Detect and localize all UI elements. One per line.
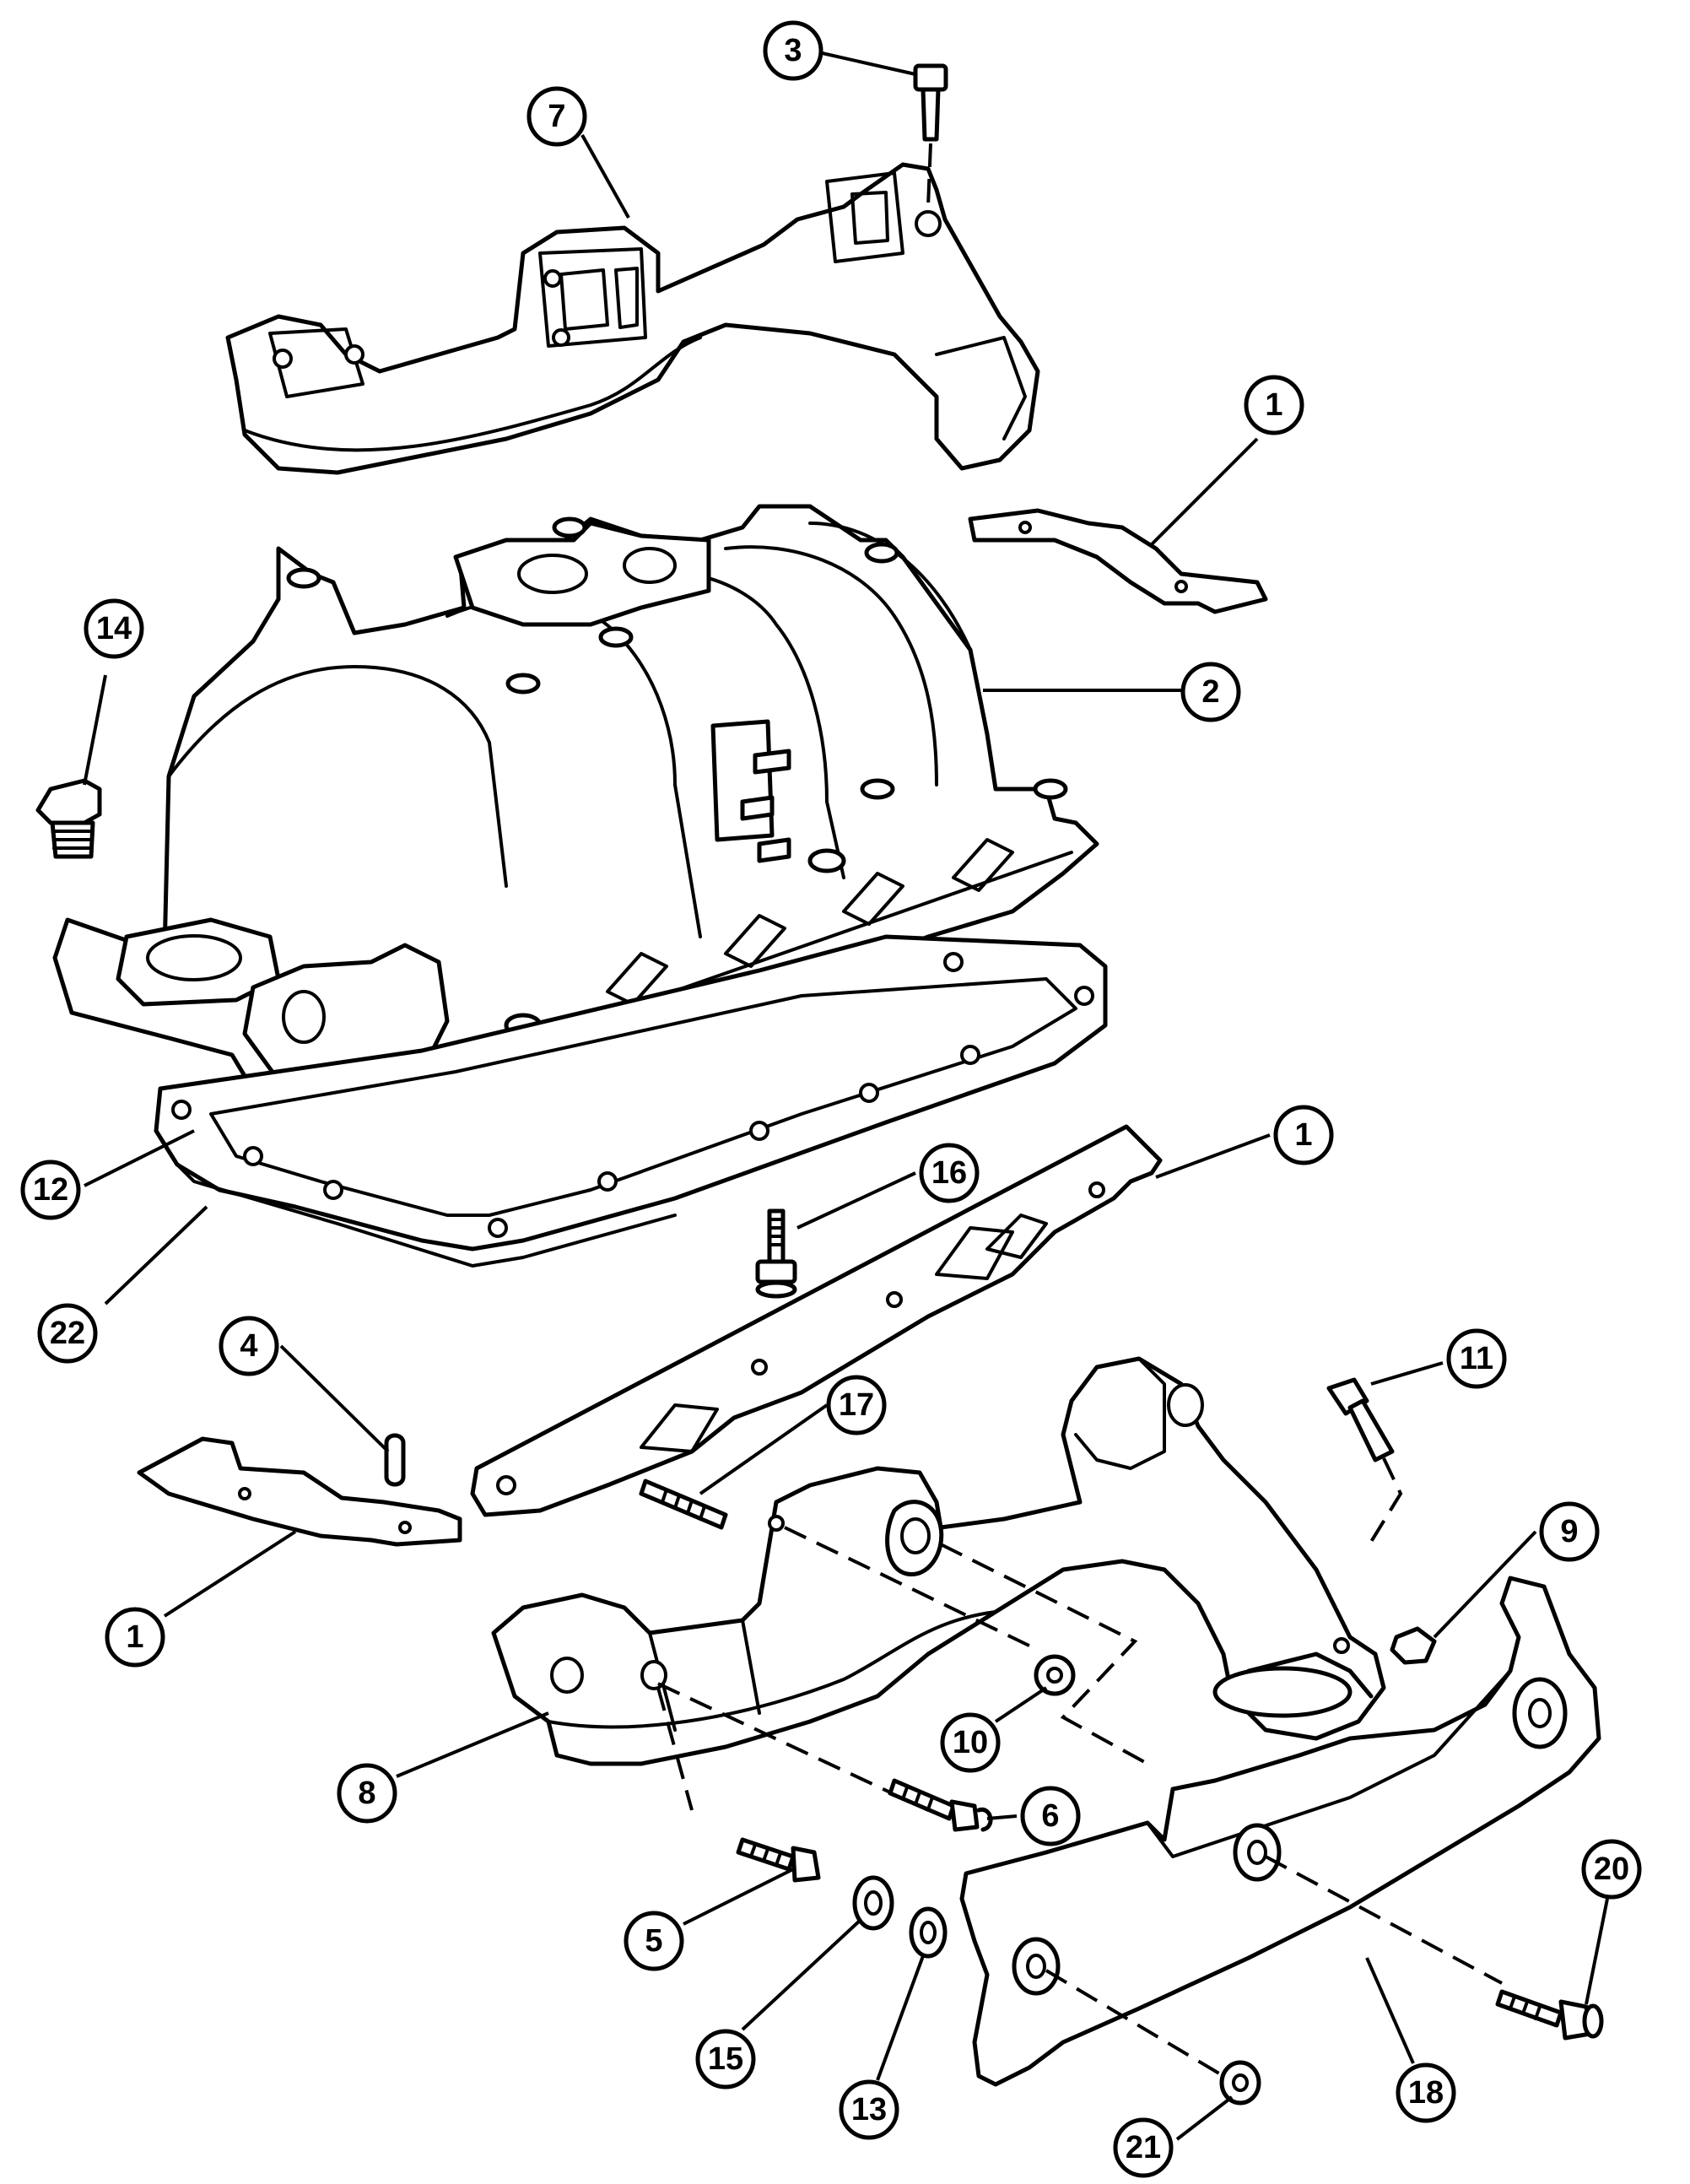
svg-text:5: 5 bbox=[645, 1923, 662, 1959]
callout-1-middle: 1 bbox=[1273, 1105, 1334, 1165]
heat-shield-bolt bbox=[1495, 1989, 1604, 2041]
svg-text:10: 10 bbox=[953, 1725, 988, 1760]
lower-heat-shield-gasket bbox=[137, 1436, 462, 1547]
callout-9: 9 bbox=[1539, 1501, 1600, 1562]
svg-text:1: 1 bbox=[126, 1619, 143, 1655]
svg-text:1: 1 bbox=[1265, 387, 1282, 423]
upper-right-nut bbox=[1390, 1626, 1437, 1665]
svg-text:3: 3 bbox=[784, 33, 802, 68]
svg-text:14: 14 bbox=[96, 611, 132, 646]
svg-text:11: 11 bbox=[1460, 1341, 1493, 1376]
svg-text:12: 12 bbox=[33, 1172, 68, 1208]
callout-12: 12 bbox=[20, 1160, 81, 1220]
callout-14: 14 bbox=[84, 598, 144, 659]
svg-text:7: 7 bbox=[548, 99, 565, 134]
callout-3: 3 bbox=[763, 20, 823, 81]
svg-text:17: 17 bbox=[839, 1387, 874, 1423]
svg-text:13: 13 bbox=[851, 2092, 887, 2127]
callout-18: 18 bbox=[1396, 2062, 1456, 2123]
callout-10: 10 bbox=[940, 1712, 1001, 1773]
callout-20: 20 bbox=[1581, 1839, 1642, 1900]
callout-13: 13 bbox=[839, 2079, 899, 2140]
long-stud bbox=[639, 1479, 728, 1530]
manifold-bolt-short bbox=[736, 1837, 821, 1883]
callout-17: 17 bbox=[826, 1375, 887, 1435]
callout-11: 11 bbox=[1446, 1328, 1507, 1389]
callout-1-lower: 1 bbox=[105, 1607, 165, 1668]
svg-text:22: 22 bbox=[50, 1316, 85, 1351]
svg-text:6: 6 bbox=[1041, 1798, 1059, 1834]
stud-bolt bbox=[755, 1208, 797, 1299]
callout-16: 16 bbox=[919, 1143, 980, 1203]
callout-7: 7 bbox=[526, 86, 587, 147]
svg-text:18: 18 bbox=[1408, 2075, 1444, 2111]
callout-21: 21 bbox=[1113, 2117, 1174, 2178]
lock-washer-13 bbox=[909, 1906, 948, 1959]
dowel-pin bbox=[384, 1433, 406, 1487]
svg-text:1: 1 bbox=[1294, 1117, 1312, 1153]
leader-lines bbox=[83, 51, 1609, 2141]
upper-heat-shield-gasket bbox=[968, 508, 1268, 614]
heat-shield-nut bbox=[1219, 2060, 1261, 2106]
callout-2: 2 bbox=[1180, 662, 1241, 722]
callout-15: 15 bbox=[695, 2029, 756, 2089]
lower-exhaust-manifold bbox=[491, 1356, 1386, 1812]
exhaust-manifold-gasket-right bbox=[470, 1124, 1163, 1517]
callout-6: 6 bbox=[1020, 1786, 1081, 1846]
svg-text:9: 9 bbox=[1560, 1514, 1578, 1549]
valley-pan bbox=[154, 934, 1108, 1268]
pipe-plug bbox=[35, 778, 102, 859]
svg-text:2: 2 bbox=[1201, 674, 1219, 710]
svg-text:4: 4 bbox=[240, 1328, 257, 1364]
callout-5: 5 bbox=[624, 1911, 684, 1971]
upper-right-bolt bbox=[1326, 1377, 1403, 1550]
manifold-bolt-long bbox=[888, 1778, 993, 1832]
callout-1-upper: 1 bbox=[1244, 375, 1304, 435]
svg-text:15: 15 bbox=[708, 2041, 743, 2077]
manifold-bolt bbox=[913, 63, 948, 208]
callout-8: 8 bbox=[337, 1763, 397, 1824]
manifold-nut bbox=[1034, 1654, 1076, 1696]
washer-15 bbox=[852, 1875, 894, 1931]
callout-22: 22 bbox=[37, 1303, 98, 1364]
callouts: 3 7 1 2 14 12 22 1 bbox=[20, 20, 1642, 2178]
svg-text:8: 8 bbox=[358, 1776, 375, 1811]
callout-4: 4 bbox=[219, 1316, 279, 1376]
svg-text:16: 16 bbox=[931, 1155, 967, 1191]
svg-text:21: 21 bbox=[1126, 2130, 1161, 2165]
upper-exhaust-manifold bbox=[225, 162, 1040, 475]
heat-shield bbox=[959, 1576, 1601, 2087]
svg-text:20: 20 bbox=[1594, 1852, 1629, 1887]
